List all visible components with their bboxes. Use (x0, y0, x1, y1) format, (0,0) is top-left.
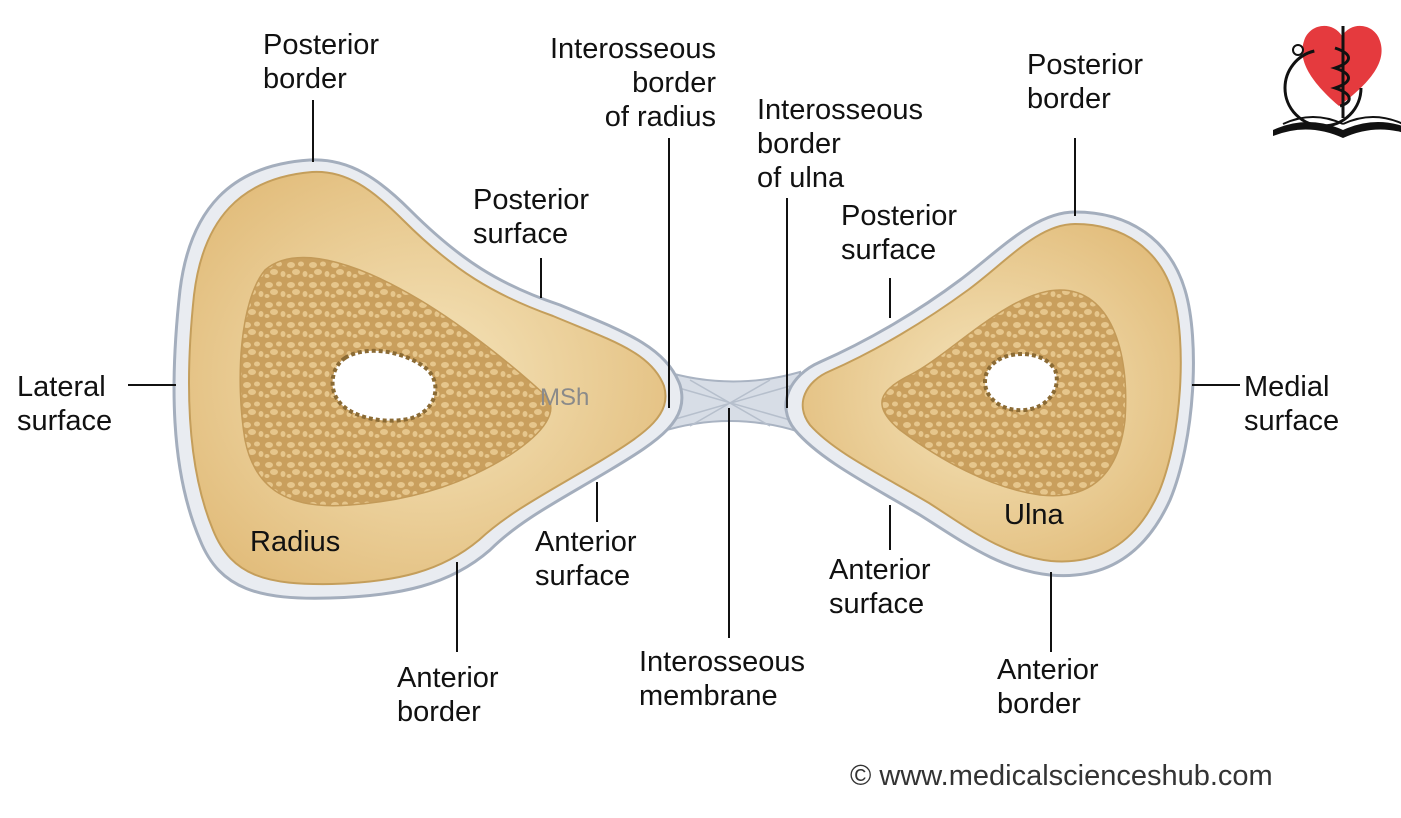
label-anterior-border-radius: Anterior border (397, 661, 499, 729)
radius-bone (172, 158, 684, 600)
label-line: Medial (1244, 371, 1330, 403)
label-interosseous-border-ulna: Interosseous border of ulna (757, 93, 923, 195)
label-anterior-surface-ulna: Anterior surface (829, 553, 931, 621)
label-line: surface (535, 560, 631, 592)
label-line: border (397, 696, 481, 728)
ulna-bone (784, 210, 1195, 578)
label-interosseous-border-radius: Interosseous border of radius (505, 32, 716, 134)
label-medial-surface: Medial surface (1244, 370, 1339, 438)
label-anterior-surface-radius: Anterior surface (535, 525, 637, 593)
label-line: Interosseous (639, 646, 806, 678)
label-line: of radius (604, 101, 716, 133)
label-line: Posterior (263, 29, 380, 61)
label-line: border (263, 63, 347, 95)
radius-medullary-cavity (330, 348, 438, 423)
label-line: surface (17, 405, 113, 437)
label-line: surface (1244, 405, 1340, 437)
copyright-text: © www.medicalscienceshub.com (850, 760, 1273, 792)
label-line: surface (841, 234, 937, 266)
label-line: border (757, 128, 841, 160)
label-line: of ulna (757, 162, 845, 194)
label-line: surface (473, 218, 569, 250)
label-ulna: Ulna (1004, 499, 1064, 531)
label-radius: Radius (250, 526, 341, 558)
label-line: border (632, 67, 716, 99)
watermark-msh: MSh (540, 384, 590, 411)
label-line: membrane (639, 680, 778, 712)
label-line: border (1027, 83, 1111, 115)
label-anterior-border-ulna: Anterior border (997, 653, 1099, 721)
label-line: Lateral (17, 371, 106, 403)
label-line: Posterior (473, 184, 590, 216)
label-line: Anterior (829, 554, 931, 586)
label-posterior-surface-ulna: Posterior surface (841, 199, 957, 267)
label-line: Anterior (997, 654, 1099, 686)
label-posterior-border-radius: Posterior border (263, 28, 379, 96)
label-posterior-surface-radius: Posterior surface (473, 183, 589, 251)
label-line: surface (829, 588, 925, 620)
label-posterior-border-ulna: Posterior border (1027, 48, 1143, 116)
label-line: Posterior (1027, 49, 1144, 81)
label-lateral-surface: Lateral surface (17, 370, 112, 438)
label-line: Anterior (397, 662, 499, 694)
label-line: border (997, 688, 1081, 720)
label-interosseous-membrane: Interosseous membrane (639, 645, 805, 713)
heart-caduceus-book-logo (1273, 25, 1401, 138)
label-line: Posterior (841, 200, 958, 232)
label-line: Anterior (535, 526, 637, 558)
leader-lines (128, 100, 1240, 652)
label-line: Interosseous (757, 94, 924, 126)
ulna-medullary-cavity (982, 352, 1059, 413)
label-line: Interosseous (549, 33, 716, 65)
